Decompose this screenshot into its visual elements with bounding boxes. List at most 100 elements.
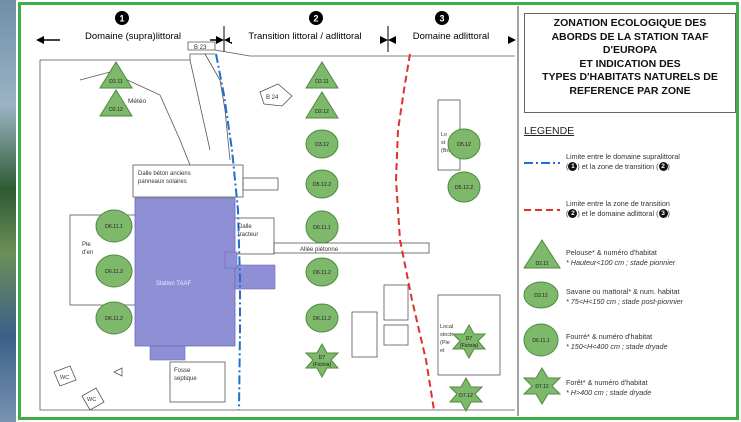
habitat-code: D7.12 (459, 393, 473, 399)
zone-2-number: 2 (313, 14, 318, 24)
local-bottom-label-3: (Pie (440, 340, 450, 346)
legend-limit-1-line-b: (1) et la zone de transition (2) (566, 162, 680, 172)
place-label: Ple (82, 242, 91, 248)
legend-code: D2.11 (536, 261, 549, 267)
station-building (134, 197, 276, 361)
zone-3-number: 3 (439, 14, 444, 24)
zone-number-badge: 1 (568, 162, 578, 172)
habitat-codes: D2.11 D2.12 D2.11 D2.12 D3.12 D5.12.2 D6… (105, 79, 478, 399)
legend-item-name: Forêt* & numéro d'habitat (566, 378, 648, 387)
legend-title-line: TYPES D'HABITATS NATURELS DE (542, 71, 718, 84)
habitat-ellipse (305, 257, 339, 287)
local-top-label-2: st (441, 140, 446, 146)
dalle-beton-label: Dalle béton anciens (138, 171, 191, 177)
plan-labels: B 23 B 24 Météo Dalle béton anciens pann… (60, 45, 453, 403)
habitat-code: (Ficinia) (313, 362, 332, 368)
zone-number-badge: 2 (568, 209, 578, 219)
legend-item-name: Savane ou mattoral* & num. habitat (566, 287, 680, 296)
habitat-code: D2.12 (109, 107, 123, 113)
habitat-code: D7 (466, 336, 473, 342)
limit-transition-adlittoral (394, 53, 435, 411)
zone-number-badge: 3 (658, 209, 668, 219)
legend-text-part: ) et la zone de transition ( (577, 161, 659, 171)
legend-item-detail: * 75<H<150 cm ; stade post-pionnier (566, 296, 684, 306)
legend-item-name: Pelouse* & numéro d'habitat (566, 248, 657, 257)
habitat-triangle (305, 91, 339, 119)
legend-text-part: ( (566, 161, 569, 171)
habitat-ellipse (305, 129, 339, 159)
habitat-star (448, 376, 484, 413)
zone-2-marker (309, 11, 323, 25)
legend-item-fourre: Fourré* & numéro d'habitat * 150<H<400 c… (566, 332, 668, 351)
habitat-star (304, 342, 340, 379)
habitat-code: D6.11.1 (313, 225, 331, 231)
legend-item-pelouse: Pelouse* & numéro d'habitat * Hauteur<10… (566, 248, 675, 267)
habitat-triangle (99, 61, 133, 89)
building-b24-label: B 24 (266, 95, 279, 101)
building-b23-label: B 23 (194, 45, 207, 51)
legend-triangle (523, 239, 561, 269)
legend-title-box: ZONATION ECOLOGIQUE DES ABORDS DE LA STA… (524, 13, 736, 113)
fosse-label-2: septique (174, 376, 197, 382)
legend-text-part: ) (667, 161, 670, 171)
legend-limit-2-line-a: Limite entre la zone de transition (566, 199, 670, 208)
legend-heading: LEGENDE (524, 125, 575, 137)
habitat-code: (Ficinia) (460, 343, 479, 349)
legend-text-part: ( (566, 208, 569, 218)
local-bottom-label: Local (440, 324, 453, 330)
habitat-code: D2.11 (109, 79, 123, 85)
habitat-ellipse (447, 171, 481, 203)
habitat-ellipse (305, 210, 339, 244)
dalle-tracteur-label: Dalle (238, 224, 252, 230)
zone-1-marker (115, 11, 129, 25)
legend-limit-1-line-a: Limite entre le domaine supralittoral (566, 152, 680, 161)
legend-code: D7.12 (535, 384, 549, 390)
zone-2-label: Transition littoral / adlittoral (248, 31, 361, 42)
photo-strip (0, 0, 16, 422)
legend-text-part: ) (667, 208, 670, 218)
habitat-code: D2.11 (315, 79, 329, 85)
legend-text-part: ) et le domaine adlittoral ( (577, 208, 659, 218)
habitat-ellipse (95, 301, 133, 335)
wc-label-2: WC (87, 397, 96, 403)
habitat-code: D5.12.2 (455, 185, 473, 191)
local-top-label-3: (Bro (441, 148, 451, 154)
legend-limit-1-text: Limite entre le domaine supralittoral (1… (566, 152, 680, 172)
legend-item-detail: * Hauteur<100 cm ; stade pionnier (566, 257, 676, 267)
habitat-code: D6.11.2 (313, 270, 331, 276)
habitat-code: D5.12 (457, 142, 471, 148)
legend-ellipse-small (523, 281, 559, 309)
habitat-code: D6.11.2 (313, 316, 331, 322)
legend-item-detail: * 150<H<400 cm ; stade dryade (566, 341, 668, 351)
habitat-code: D6.11.2 (105, 316, 123, 322)
limit-supralittoral-transition (215, 53, 241, 411)
habitat-code: D7 (319, 355, 326, 361)
habitat-code: D2.12 (315, 109, 329, 115)
habitat-ellipse (95, 254, 133, 288)
legend-item-foret: Forêt* & numéro d'habitat * H>400 cm ; s… (566, 378, 651, 397)
legend-title-line: REFERENCE PAR ZONE (569, 84, 691, 97)
place-label-2: d'en (82, 250, 93, 256)
legend-limit-2-text: Limite entre la zone de transition (2) e… (566, 199, 670, 219)
legend-code: D6.11.1 (532, 338, 549, 344)
wc-label-1: WC (60, 375, 69, 381)
legend-item-savane: Savane ou mattoral* & num. habitat * 75<… (566, 287, 683, 306)
legend-symbols: D2.11 D3.12 D6.11.1 D7.12 (522, 162, 562, 405)
dalle-tracteur-label-2: tracteur (238, 232, 258, 238)
habitat-markers (95, 61, 487, 413)
legend-limit-2-line-b: (2) et le domaine adlittoral (3) (566, 209, 670, 219)
habitat-triangle (99, 89, 133, 117)
habitat-code: D6.11.1 (105, 224, 123, 230)
legend-ellipse (523, 323, 559, 357)
habitat-code: D5.12.2 (313, 182, 331, 188)
dalle-beton-label-2: panneaux solaires (138, 179, 187, 185)
local-top-label: Lo (441, 132, 447, 138)
habitat-ellipse (305, 169, 339, 199)
local-bottom-label-4: et (440, 348, 445, 354)
zone-headers: 1 Domaine (supra)littoral 2 Transition l… (36, 11, 516, 52)
habitat-ellipse (447, 128, 481, 160)
zone-1-label: Domaine (supra)littoral (85, 31, 181, 42)
zone-number-badge: 2 (658, 162, 668, 172)
station-label: Station TAAF (156, 281, 191, 287)
